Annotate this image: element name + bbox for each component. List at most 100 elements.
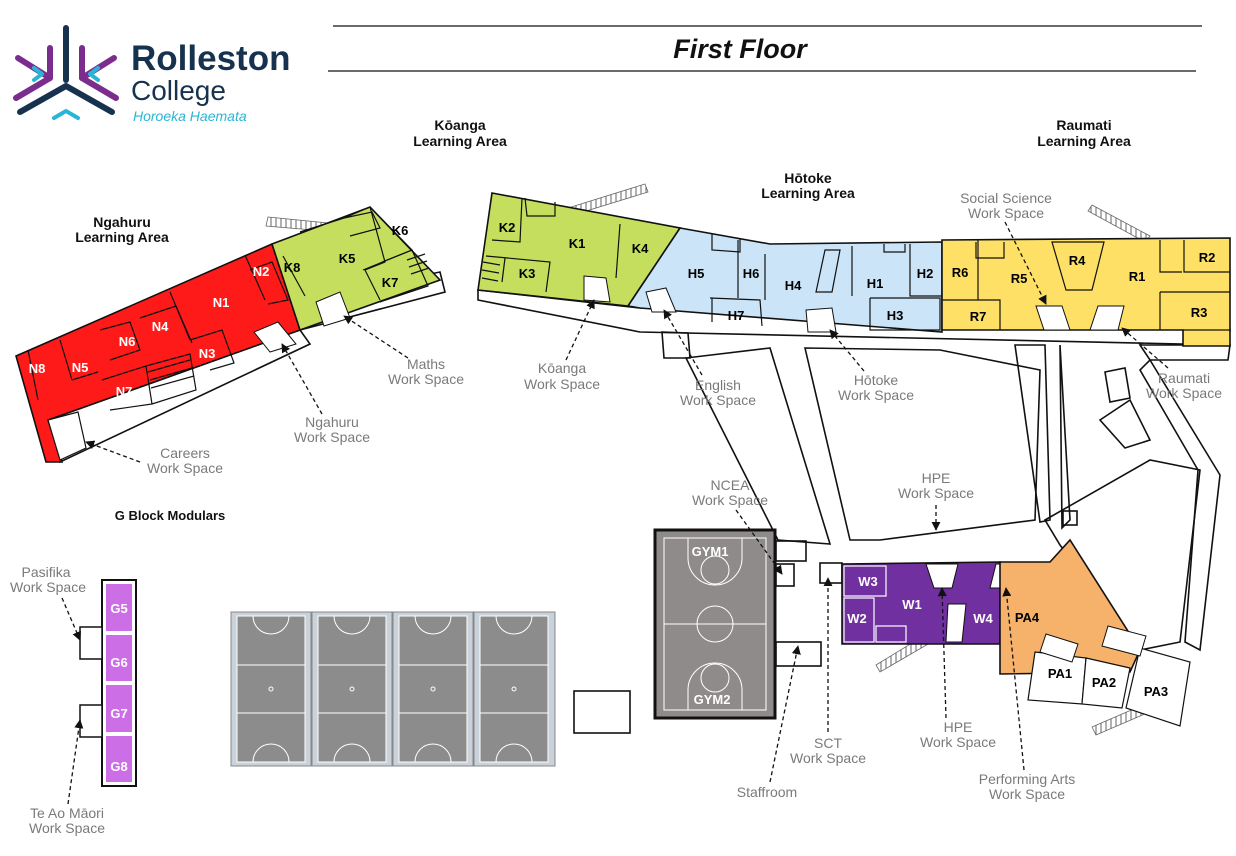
work-space-labels: Social Science Work Space Maths Work Spa… bbox=[10, 190, 1222, 836]
ws-te-ao-maori-line1: Te Ao Māori bbox=[30, 805, 104, 821]
ws-ngahuru-line1: Ngahuru bbox=[305, 414, 359, 430]
room-n4: N4 bbox=[152, 319, 169, 334]
ws-sct-line2: Work Space bbox=[790, 750, 866, 766]
room-g7: G7 bbox=[110, 706, 127, 721]
ws-english-line1: English bbox=[695, 377, 741, 393]
ws-hpe-top-line1: HPE bbox=[922, 470, 951, 486]
ws-sct-line1: SCT bbox=[814, 735, 842, 751]
ws-koanga-line1: Kōanga bbox=[538, 360, 586, 376]
room-w2: W2 bbox=[847, 611, 867, 626]
room-g5: G5 bbox=[110, 601, 127, 616]
room-gym2: GYM2 bbox=[694, 692, 731, 707]
room-r3: R3 bbox=[1191, 305, 1208, 320]
room-r5: R5 bbox=[1011, 271, 1028, 286]
room-n7: N7 bbox=[116, 384, 133, 399]
ws-raumati-line1: Raumati bbox=[1158, 370, 1210, 386]
ws-raumati-line2: Work Space bbox=[1146, 385, 1222, 401]
ws-careers-line1: Careers bbox=[160, 445, 210, 461]
room-h7: H7 bbox=[728, 308, 745, 323]
ws-hpe-bottom-line1: HPE bbox=[944, 719, 973, 735]
ws-maths-line2: Work Space bbox=[388, 371, 464, 387]
logo-mark-icon bbox=[13, 25, 119, 120]
label-ngahuru-line1: Ngahuru bbox=[93, 214, 151, 230]
ws-hotoke-line2: Work Space bbox=[838, 387, 914, 403]
room-k5: K5 bbox=[339, 251, 356, 266]
g-block: G5 G6 G7 G8 bbox=[79, 579, 137, 787]
ws-staffroom: Staffroom bbox=[737, 784, 797, 800]
room-n8: N8 bbox=[29, 361, 46, 376]
room-k1: K1 bbox=[569, 236, 586, 251]
court-1 bbox=[236, 615, 306, 763]
room-pa3: PA3 bbox=[1144, 684, 1168, 699]
room-w4: W4 bbox=[973, 611, 993, 626]
koanga-block-west: K5 K6 K7 K8 bbox=[271, 206, 442, 332]
w-block: W1 W2 W3 W4 bbox=[841, 561, 1023, 645]
room-w3: W3 bbox=[858, 574, 878, 589]
room-w1: W1 bbox=[902, 597, 922, 612]
logo-name-line2: College bbox=[131, 75, 226, 106]
room-k6: K6 bbox=[392, 223, 409, 238]
ws-hpe-bottom-line2: Work Space bbox=[920, 734, 996, 750]
outdoor-courts bbox=[230, 611, 556, 767]
room-r1: R1 bbox=[1129, 269, 1146, 284]
ws-performing-arts-line2: Work Space bbox=[989, 786, 1065, 802]
ngahuru-block: N1 N2 N3 N4 N5 N6 N7 N8 bbox=[15, 242, 302, 463]
learning-area-labels: Ngahuru Learning Area Kōanga Learning Ar… bbox=[75, 117, 1131, 523]
room-k3: K3 bbox=[519, 266, 536, 281]
room-n3: N3 bbox=[199, 346, 216, 361]
room-k7: K7 bbox=[382, 275, 399, 290]
ws-te-ao-maori-line2: Work Space bbox=[29, 820, 105, 836]
page-title: First Floor bbox=[673, 34, 808, 64]
room-h2: H2 bbox=[917, 266, 934, 281]
room-h1: H1 bbox=[867, 276, 884, 291]
room-h3: H3 bbox=[887, 308, 904, 323]
ws-pasifika-line2: Work Space bbox=[10, 579, 86, 595]
room-n2: N2 bbox=[253, 264, 270, 279]
room-n1: N1 bbox=[213, 295, 230, 310]
ws-hotoke-line1: Hōtoke bbox=[854, 372, 899, 388]
logo-tagline: Horoeka Haemata bbox=[133, 108, 247, 124]
court-2 bbox=[317, 615, 387, 763]
ws-koanga-line2: Work Space bbox=[524, 376, 600, 392]
room-k8: K8 bbox=[284, 260, 301, 275]
room-pa2: PA2 bbox=[1092, 675, 1116, 690]
raumati-block: R1 R2 R3 R4 R5 R6 R7 bbox=[941, 237, 1231, 347]
ws-ngahuru-line2: Work Space bbox=[294, 429, 370, 445]
room-h6: H6 bbox=[743, 266, 760, 281]
room-r6: R6 bbox=[952, 265, 969, 280]
room-n6: N6 bbox=[119, 334, 136, 349]
ws-hpe-top-line2: Work Space bbox=[898, 485, 974, 501]
label-raumati-line2: Learning Area bbox=[1037, 133, 1131, 149]
title-block: First Floor bbox=[328, 25, 1202, 72]
room-h4: H4 bbox=[785, 278, 802, 293]
room-g6: G6 bbox=[110, 655, 127, 670]
ws-careers-line2: Work Space bbox=[147, 460, 223, 476]
building-outlines bbox=[47, 271, 1231, 734]
label-hotoke-line1: Hōtoke bbox=[784, 170, 832, 186]
court-3 bbox=[398, 615, 468, 763]
label-koanga-line1: Kōanga bbox=[434, 117, 486, 133]
ws-social-science-line2: Work Space bbox=[968, 205, 1044, 221]
court-4 bbox=[479, 615, 549, 763]
college-logo: Rolleston College Horoeka Haemata bbox=[13, 25, 290, 124]
room-k2: K2 bbox=[499, 220, 516, 235]
room-k4: K4 bbox=[632, 241, 649, 256]
ws-ncea-line1: NCEA bbox=[711, 477, 751, 493]
ws-pasifika-line1: Pasifika bbox=[21, 564, 70, 580]
room-n5: N5 bbox=[72, 360, 89, 375]
room-pa1: PA1 bbox=[1048, 666, 1072, 681]
ws-maths-line1: Maths bbox=[407, 356, 445, 372]
label-raumati-line1: Raumati bbox=[1056, 117, 1111, 133]
ws-english-line2: Work Space bbox=[680, 392, 756, 408]
label-hotoke-line2: Learning Area bbox=[761, 185, 855, 201]
room-r4: R4 bbox=[1069, 253, 1086, 268]
room-h5: H5 bbox=[688, 266, 705, 281]
label-ngahuru-line2: Learning Area bbox=[75, 229, 169, 245]
ws-social-science-line1: Social Science bbox=[960, 190, 1052, 206]
room-g8: G8 bbox=[110, 759, 127, 774]
room-gym1: GYM1 bbox=[692, 544, 729, 559]
hotoke-block: H1 H2 H3 H4 H5 H6 H7 bbox=[626, 227, 943, 333]
room-r2: R2 bbox=[1199, 250, 1216, 265]
label-koanga-line2: Learning Area bbox=[413, 133, 507, 149]
